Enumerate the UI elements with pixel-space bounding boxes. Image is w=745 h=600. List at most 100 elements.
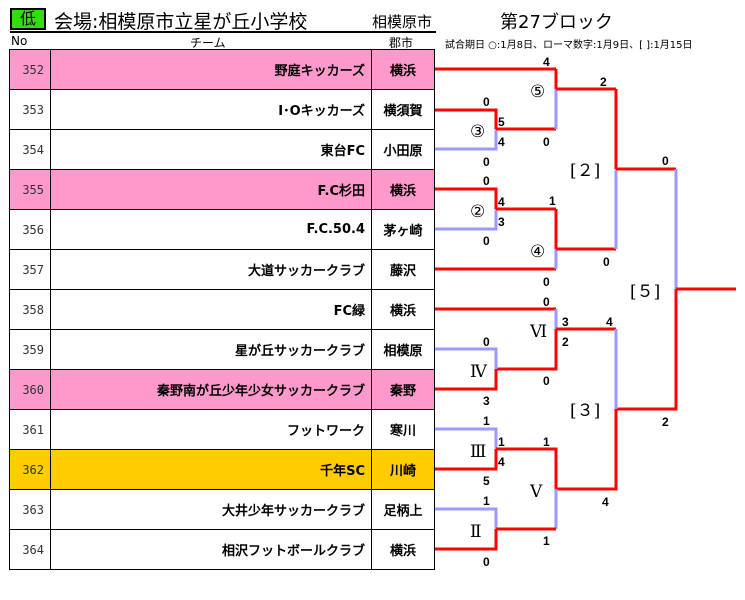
team-city: 横須賀 <box>371 89 435 130</box>
team-city: 横浜 <box>371 289 435 330</box>
score: 4 <box>498 455 505 469</box>
score: 4 <box>498 195 505 209</box>
score: 3 <box>483 394 490 408</box>
score: 1 <box>549 194 556 208</box>
team-name: F.C.50.4 <box>50 209 372 250</box>
team-name: 星が丘サッカークラブ <box>50 329 372 370</box>
team-city: 小田原 <box>371 129 435 170</box>
score: 0 <box>603 255 610 269</box>
score: 0 <box>543 374 550 388</box>
score: 1 <box>483 414 490 428</box>
team-number: 355 <box>9 169 51 210</box>
team-name: 千年SC <box>50 449 372 490</box>
score: 4 <box>602 495 609 509</box>
host-city: 相模原市 <box>372 13 433 31</box>
score: 1 <box>498 435 505 449</box>
score: 3 <box>498 215 505 229</box>
team-city: 藤沢 <box>371 249 435 290</box>
team-name: 相沢フットボールクラブ <box>50 529 372 570</box>
team-name: F.C杉田 <box>50 169 372 210</box>
team-city: 川崎 <box>371 449 435 490</box>
match-label: ④ <box>530 242 545 262</box>
score: 0 <box>662 154 669 168</box>
team-name: 大道サッカークラブ <box>50 249 372 290</box>
score: 1 <box>543 534 550 548</box>
team-number: 358 <box>9 289 51 330</box>
team-city: 茅ヶ崎 <box>371 209 435 250</box>
match-label: Ⅳ <box>470 362 488 382</box>
team-number: 357 <box>9 249 51 290</box>
score: 4 <box>606 315 613 329</box>
team-name: 秦野南が丘少年少女サッカークラブ <box>50 369 372 410</box>
match-label: ③ <box>470 122 485 142</box>
score: 5 <box>483 474 490 488</box>
venue-title: 会場:相模原市立星が丘小学校 <box>54 11 308 33</box>
team-city: 足柄上 <box>371 489 435 530</box>
score: 0 <box>483 95 490 109</box>
team-name: FC緑 <box>50 289 372 330</box>
col-team-header: チーム <box>190 36 226 50</box>
team-city: 相模原 <box>371 329 435 370</box>
match-label: [３] <box>570 401 600 421</box>
score: 0 <box>483 234 490 248</box>
score: 0 <box>483 174 490 188</box>
score: 0 <box>483 155 490 169</box>
score: 1 <box>483 494 490 508</box>
score: 0 <box>543 135 550 149</box>
score: 0 <box>543 275 550 289</box>
team-number: 361 <box>9 409 51 450</box>
schedule-note: 試合期日 ○:1月8日、ローマ数字:1月9日、[ ]:1月15日 <box>445 40 693 51</box>
team-number: 360 <box>9 369 51 410</box>
score: 5 <box>498 115 505 129</box>
team-number: 362 <box>9 449 51 490</box>
score: 1 <box>543 435 550 449</box>
team-number: 353 <box>9 89 51 130</box>
score: 3 <box>562 315 569 329</box>
score: 2 <box>600 75 607 89</box>
match-label: ② <box>470 202 485 222</box>
col-city-header: 郡市 <box>389 36 414 50</box>
team-number: 364 <box>9 529 51 570</box>
match-label: Ⅴ <box>529 482 543 502</box>
match-label: ⑤ <box>530 82 545 102</box>
score: 4 <box>543 55 550 69</box>
title-underline <box>10 31 436 33</box>
score: 0 <box>543 295 550 309</box>
team-number: 352 <box>9 49 51 90</box>
score: 2 <box>562 335 569 349</box>
score: 0 <box>483 555 490 569</box>
team-city: 横浜 <box>371 49 435 90</box>
match-label: Ⅱ <box>470 522 482 542</box>
team-name: 野庭キッカーズ <box>50 49 372 90</box>
team-city: 横浜 <box>371 529 435 570</box>
team-city: 秦野 <box>371 369 435 410</box>
team-name: I･Oキッカーズ <box>50 89 372 130</box>
level-badge: 低 <box>10 8 46 30</box>
team-number: 359 <box>9 329 51 370</box>
score: 4 <box>498 135 505 149</box>
score: 0 <box>483 335 490 349</box>
team-name: 東台FC <box>50 129 372 170</box>
team-city: 寒川 <box>371 409 435 450</box>
match-label: [２] <box>570 161 600 181</box>
col-no-header: No <box>11 34 28 48</box>
block-title: 第27ブロック <box>500 12 613 33</box>
match-label: Ⅵ <box>529 322 547 342</box>
team-city: 横浜 <box>371 169 435 210</box>
score: 2 <box>662 415 669 429</box>
match-label: [５] <box>630 282 660 302</box>
